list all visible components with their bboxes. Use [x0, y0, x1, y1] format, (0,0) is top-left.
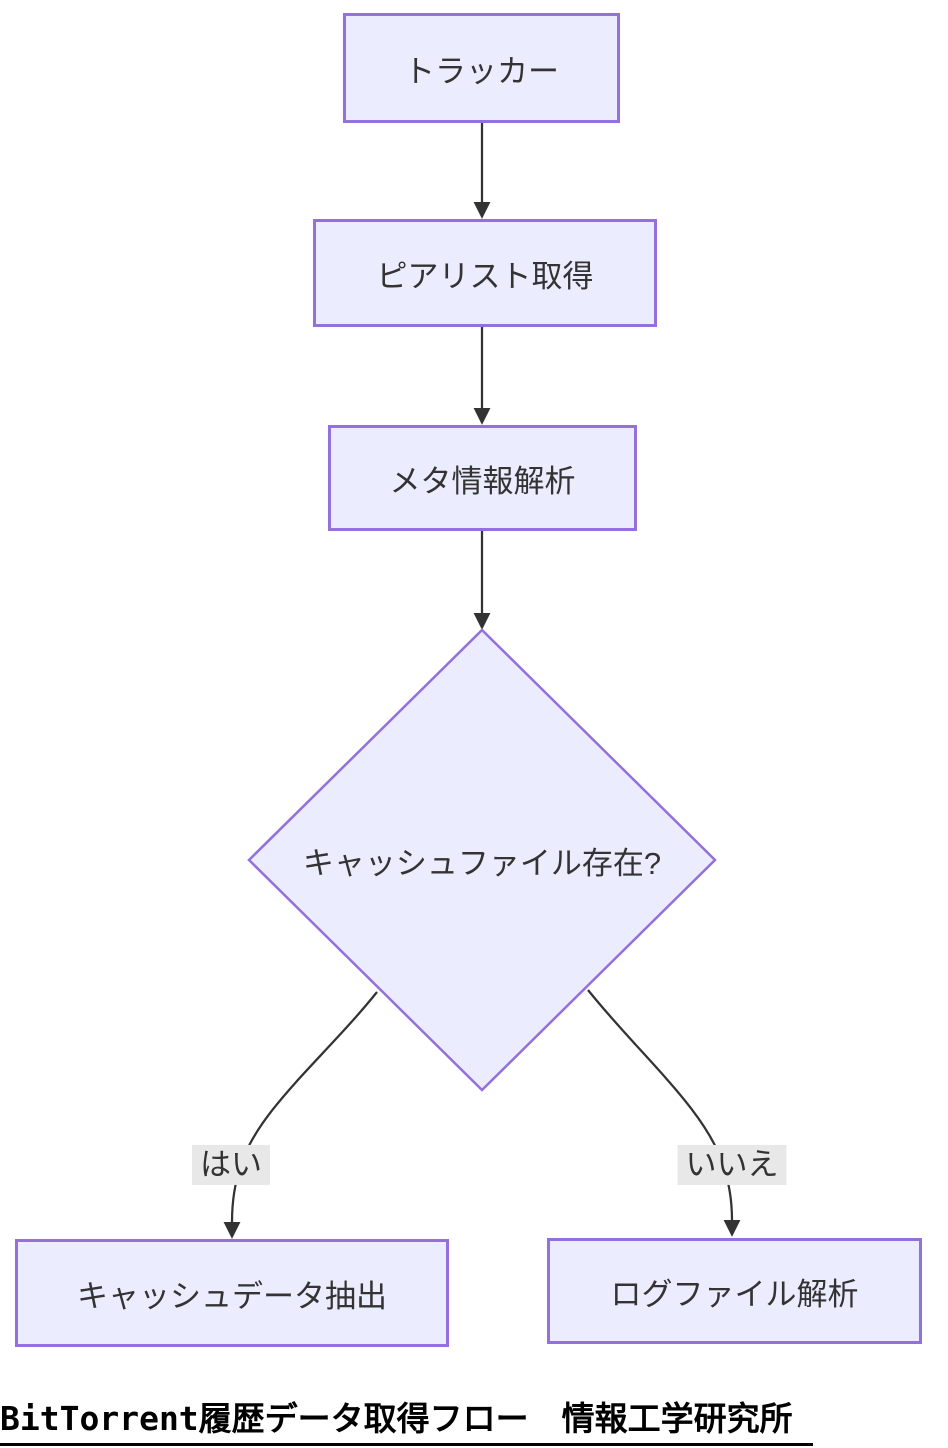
- decision-diamond: [247, 628, 717, 1092]
- node-meta: メタ情報解析: [328, 425, 637, 531]
- node-tracker-label: トラッカー: [404, 53, 559, 89]
- node-log-parse-label: ログファイル解析: [610, 1276, 859, 1312]
- edge-label-yes: はい: [192, 1144, 270, 1186]
- node-peerlist: ピアリスト取得: [313, 219, 657, 327]
- node-cache-extract: キャッシュデータ抽出: [15, 1239, 449, 1347]
- diagram-title: BitTorrent履歴データ取得フロー 情報工学研究所: [0, 1392, 813, 1446]
- node-tracker: トラッカー: [343, 13, 620, 123]
- edge-cachecheck-cacheextract: [223, 991, 378, 1239]
- node-cache-extract-label: キャッシュデータ抽出: [77, 1278, 387, 1314]
- edge-label-no: いいえ: [677, 1144, 787, 1186]
- node-meta-label: メタ情報解析: [389, 463, 576, 499]
- edge-cachecheck-logparse: [587, 989, 741, 1237]
- node-peerlist-label: ピアリスト取得: [376, 258, 594, 294]
- node-log-parse: ログファイル解析: [547, 1238, 922, 1344]
